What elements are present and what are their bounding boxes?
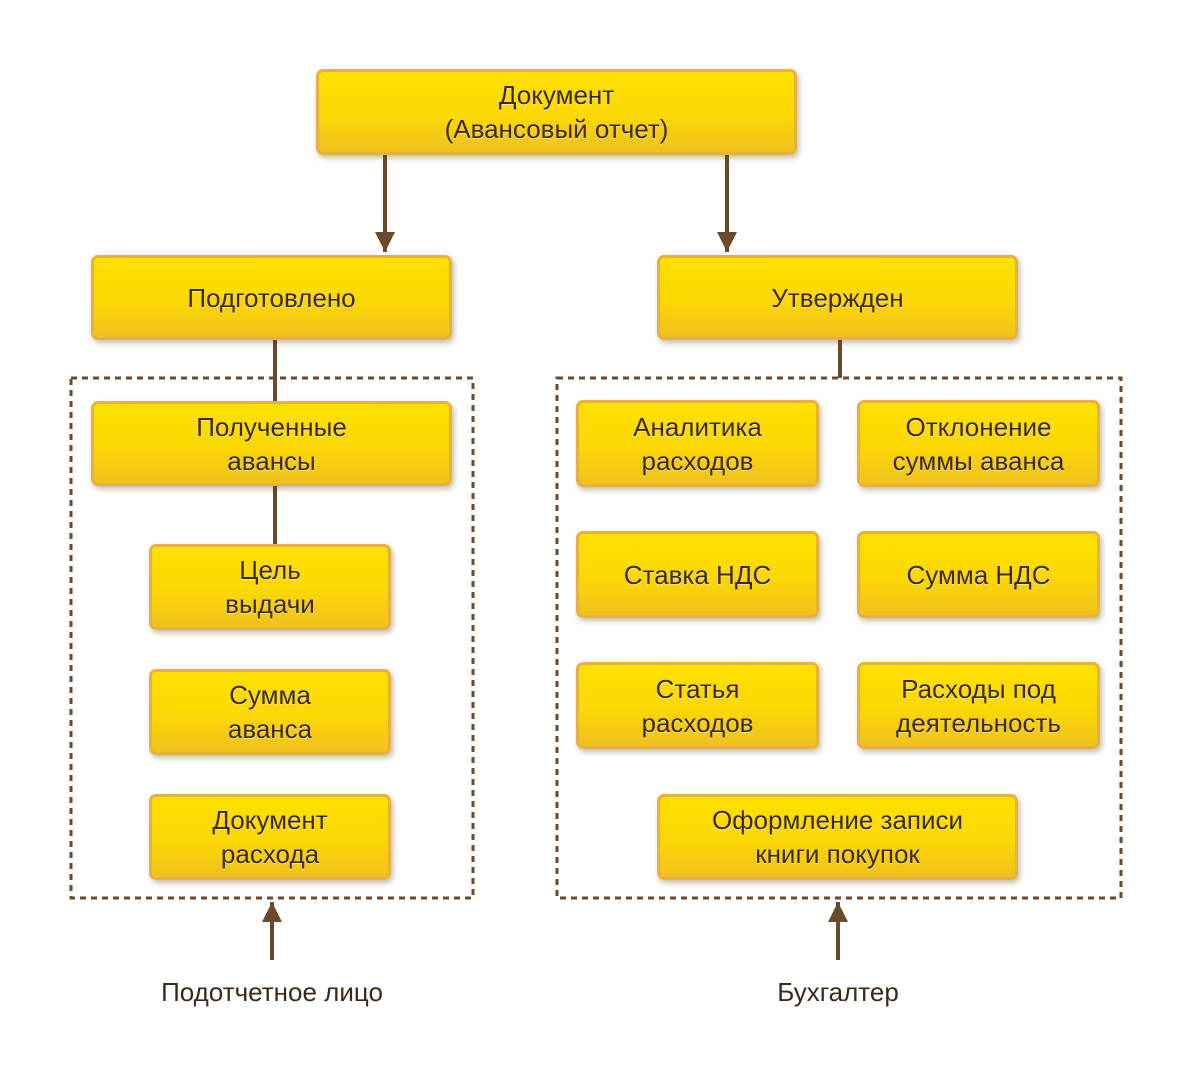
node-purchase-book-entry-label: Оформление записи книги покупок [711,805,964,869]
node-expense-document-label: Документ расхода [212,805,328,869]
node-approved: Утвержден [657,255,1018,340]
node-activity-expenses: Расходы под деятельность [857,662,1100,749]
node-expense-analytics: Аналитика расходов [576,400,819,487]
node-advance-deviation-label: Отклонение суммы аванса [892,411,1065,476]
node-purpose-label: Цель выдачи [225,555,315,619]
node-vat-amount: Сумма НДС [857,531,1100,618]
node-vat-rate: Ставка НДС [576,531,819,618]
node-expense-item: Статья расходов [576,662,819,749]
node-prepared-label: Подготовлено [187,282,356,313]
node-activity-expenses-label: Расходы под деятельность [896,673,1061,738]
node-received-advances-label: Полученные авансы [196,411,347,476]
node-expense-analytics-label: Аналитика расходов [633,411,762,476]
node-document-label: Документ (Авансовый отчет) [444,80,669,144]
node-advance-amount: Сумма аванса [149,669,391,755]
caption-accountable-person: Подотчетное лицо [161,977,383,1007]
node-purchase-book-entry: Оформление записи книги покупок [657,794,1018,880]
node-advance-amount-label: Сумма аванса [227,680,313,744]
node-expense-document: Документ расхода [149,794,391,880]
group-right-dashed-frame [555,376,1123,900]
node-vat-amount-label: Сумма НДС [906,559,1051,590]
node-purpose: Цель выдачи [149,544,391,630]
group-left-dashed-frame [69,376,475,900]
caption-accountant: Бухгалтер [777,977,899,1007]
node-document: Документ (Авансовый отчет) [316,69,797,155]
node-received-advances: Полученные авансы [91,401,452,486]
node-expense-item-label: Статья расходов [641,673,754,738]
node-prepared: Подготовлено [91,255,452,340]
node-approved-label: Утвержден [771,282,904,313]
node-vat-rate-label: Ставка НДС [623,559,772,590]
node-advance-deviation: Отклонение суммы аванса [857,400,1100,487]
